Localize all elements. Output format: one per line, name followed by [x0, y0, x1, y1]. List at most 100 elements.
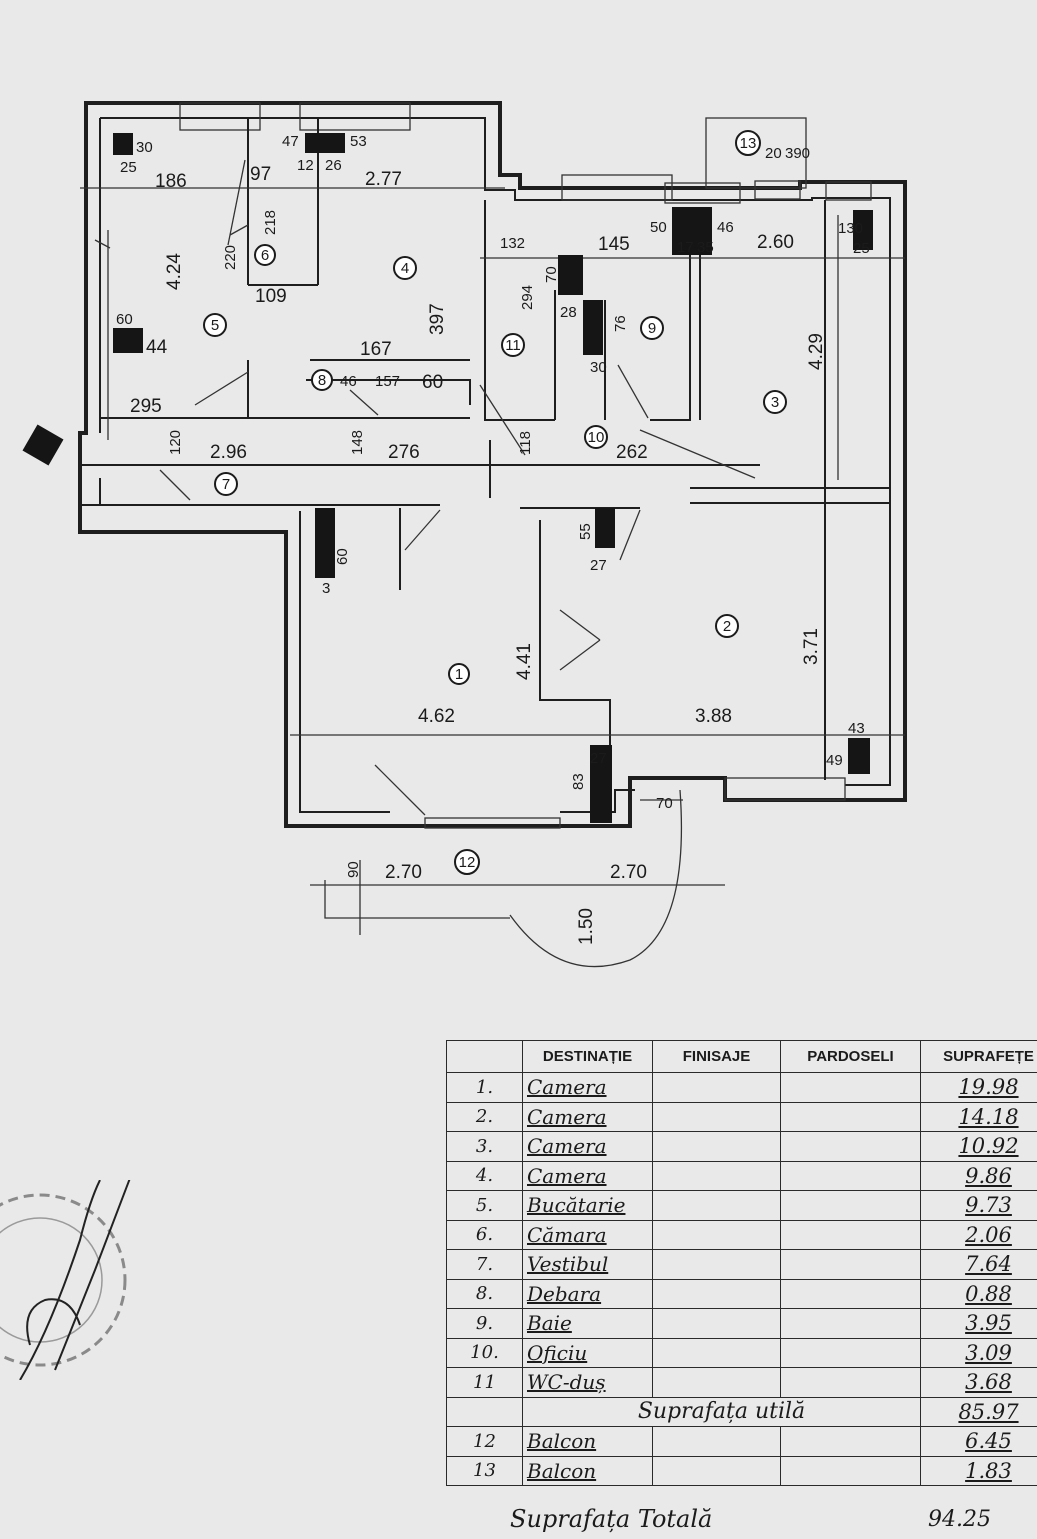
dim-55: 55 [577, 523, 594, 540]
row-nr: 10. [446, 1337, 523, 1368]
room-6-number: 6 [261, 247, 269, 264]
room-11: 11 [501, 333, 525, 357]
table-header-row: DESTINAȚIE FINISAJE PARDOSELI SUPRAFEȚE [446, 1040, 1037, 1073]
dim-270b: 2.70 [610, 862, 647, 883]
dimension-texts: 186 97 2.77 30 25 47 12 26 53 20 390 132… [116, 133, 870, 945]
row-finish [652, 1072, 781, 1103]
room-12: 12 [454, 849, 480, 875]
row-nr: 8. [446, 1278, 523, 1309]
door-swings [159, 159, 756, 968]
room-12-number: 12 [459, 854, 476, 871]
row-finish [652, 1249, 781, 1280]
dim-132: 132 [500, 235, 525, 252]
row-finish [652, 1131, 781, 1162]
useful-area-label: Suprafața utilă [522, 1396, 921, 1427]
room-8-number: 8 [318, 372, 326, 389]
row-finish [652, 1426, 781, 1457]
dim-390: 390 [785, 145, 810, 162]
dim-397: 397 [427, 303, 448, 335]
dim-150: 1.50 [576, 908, 597, 945]
row-finish [652, 1278, 781, 1309]
row-destination: Oficiu [522, 1337, 653, 1368]
dim-35: 35 [697, 239, 714, 256]
room-13-number: 13 [740, 135, 757, 152]
row-area: 3.09 [920, 1337, 1037, 1368]
room-7: 7 [214, 472, 238, 496]
row-destination: Baie [522, 1308, 653, 1339]
row-floor [780, 1278, 921, 1309]
dim-296: 2.96 [210, 442, 247, 463]
row-area: 6.45 [920, 1426, 1037, 1457]
row-floor [780, 1190, 921, 1221]
total-area-value: 94.25 [928, 1507, 991, 1532]
row-floor [780, 1367, 921, 1398]
row-nr: 11 [446, 1367, 523, 1398]
row-floor [780, 1219, 921, 1250]
dimension-lines [80, 187, 905, 935]
dim-429: 4.29 [806, 333, 827, 370]
area-table: DESTINAȚIE FINISAJE PARDOSELI SUPRAFEȚE … [446, 1040, 1037, 1486]
row-floor [780, 1101, 921, 1132]
room-9-number: 9 [648, 320, 656, 337]
dim-277: 2.77 [365, 169, 402, 190]
dim-118: 118 [517, 431, 534, 455]
row-area: 1.83 [920, 1455, 1037, 1486]
dim-30b: 30 [590, 359, 607, 376]
table-row: 2.Camera 14.18 [446, 1101, 1037, 1132]
row-nr: 6. [446, 1219, 523, 1250]
row-destination: Cămara [522, 1219, 653, 1250]
row-destination: Camera [522, 1160, 653, 1191]
room-8: 8 [311, 369, 333, 391]
room-6: 6 [254, 244, 276, 266]
row-area: 7.64 [920, 1249, 1037, 1280]
table-row: 4.Camera 9.86 [446, 1160, 1037, 1191]
outer-walls [78, 101, 907, 829]
dim-97: 97 [250, 164, 271, 185]
row-area: 0.88 [920, 1278, 1037, 1309]
dim-83: 83 [570, 773, 587, 790]
room-1: 1 [448, 663, 470, 685]
row-area: 9.86 [920, 1160, 1037, 1191]
room-5: 5 [203, 313, 227, 337]
dim-70: 70 [543, 266, 560, 283]
header-suprafete: SUPRAFEȚE [920, 1040, 1037, 1073]
row-nr: 3. [446, 1131, 523, 1162]
dim-25a: 25 [120, 159, 137, 176]
row-nr: 2. [446, 1101, 523, 1132]
room-2: 2 [715, 614, 739, 638]
room-2-number: 2 [723, 618, 731, 635]
row-nr: 4. [446, 1160, 523, 1191]
row-destination: Vestibul [522, 1249, 653, 1280]
table-row: 10.Oficiu 3.09 [446, 1337, 1037, 1368]
header-nr [446, 1040, 523, 1073]
dim-130: 130 [838, 220, 863, 237]
dim-260: 2.60 [757, 232, 794, 253]
row-destination: Bucătarie [522, 1190, 653, 1221]
row-area: 14.18 [920, 1101, 1037, 1132]
row-floor [780, 1337, 921, 1368]
row-nr: 7. [446, 1249, 523, 1280]
room-9: 9 [640, 316, 664, 340]
row-destination: Debara [522, 1278, 653, 1309]
dim-50: 50 [650, 219, 667, 236]
room-4: 4 [393, 256, 417, 280]
dim-388: 3.88 [695, 706, 732, 727]
row-area: 3.95 [920, 1308, 1037, 1339]
room-13: 13 [735, 130, 761, 156]
row-nr: 5. [446, 1190, 523, 1221]
dim-46b: 46 [340, 373, 357, 390]
dim-90: 90 [345, 861, 362, 878]
dim-60c: 60 [334, 548, 351, 565]
row-finish [652, 1160, 781, 1191]
dim-60a: 60 [116, 311, 133, 328]
dim-120: 120 [167, 430, 184, 455]
room-1-number: 1 [455, 666, 463, 683]
row-destination: Camera [522, 1101, 653, 1132]
dim-17: 17 [677, 239, 694, 256]
dim-47: 47 [282, 133, 299, 150]
